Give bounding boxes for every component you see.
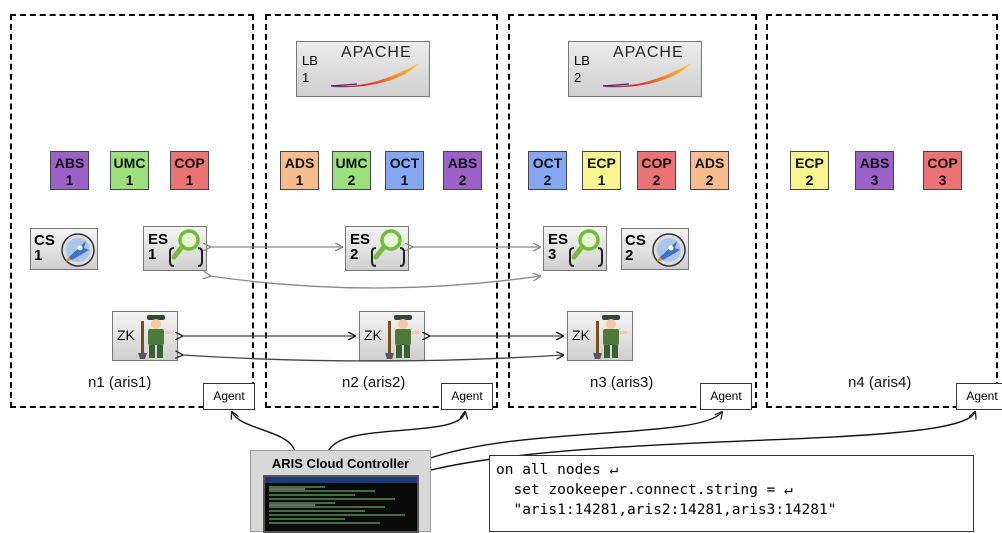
terminal-screenshot-icon <box>263 475 419 533</box>
es-name: ES <box>148 231 169 248</box>
lb-number: 2 <box>574 70 582 85</box>
apache-logo-text: APACHE <box>341 44 412 61</box>
zookeeper-figure-icon <box>138 315 172 359</box>
es-name: ES <box>548 231 569 248</box>
apache-logo-text: APACHE <box>613 44 684 61</box>
zookeeper-2: ZK <box>359 311 425 361</box>
cs-num: 1 <box>34 247 43 264</box>
aris-cloud-controller: ARIS Cloud Controller <box>250 450 431 533</box>
node-label-n4: n4 (aris4) <box>848 374 912 391</box>
es-num: 3 <box>548 246 557 263</box>
agent-n3[interactable]: Agent <box>700 383 752 410</box>
lb-number: 1 <box>302 70 310 85</box>
node-label-n2: n2 (aris2) <box>342 374 406 391</box>
ctrl-link-agent-1 <box>232 412 296 453</box>
es-num: 2 <box>350 246 359 263</box>
magnifier-icon <box>371 229 405 267</box>
cs-name: CS <box>625 232 646 249</box>
magnifier-icon <box>169 229 203 267</box>
rocket-badge-icon <box>61 233 95 267</box>
ctrl-link-agent-3 <box>424 412 722 461</box>
node-n4 <box>766 14 998 408</box>
zk-label: ZK <box>117 327 135 343</box>
load-balancer-1: LB 1 APACHE <box>296 41 430 97</box>
zookeeper-figure-icon <box>385 315 419 359</box>
apache-feather-icon <box>602 63 691 88</box>
zookeeper-3: ZK <box>567 311 633 361</box>
command-line-2: set zookeeper.connect.string = ↵ <box>496 482 793 498</box>
command-line-3: "aris1:14281,aris2:14281,aris3:14281" <box>496 502 837 518</box>
ctrl-link-agent-2 <box>327 412 465 453</box>
zookeeper-1: ZK <box>112 311 178 361</box>
node-label-n3: n3 (aris3) <box>590 374 654 391</box>
command-line-1: on all nodes ↵ <box>496 462 619 478</box>
es-num: 1 <box>148 246 157 263</box>
node-n1 <box>10 14 254 408</box>
load-balancer-2: LB 2 APACHE <box>568 41 702 97</box>
command-box: on all nodes ↵ set zookeeper.connect.str… <box>489 455 974 532</box>
controller-title: ARIS Cloud Controller <box>271 456 410 471</box>
node-label-n1: n1 (aris1) <box>88 374 152 391</box>
node-n2 <box>265 14 498 408</box>
apache-feather-icon <box>330 63 419 88</box>
rocket-badge-icon <box>652 233 686 267</box>
zk-label: ZK <box>364 327 382 343</box>
agent-n4[interactable]: Agent <box>956 383 1002 410</box>
agent-n1[interactable]: Agent <box>203 383 255 410</box>
agent-n2[interactable]: Agent <box>441 383 493 410</box>
cs-num: 2 <box>625 247 634 264</box>
node-n3 <box>508 14 757 408</box>
cs-name: CS <box>34 232 55 249</box>
zk-label: ZK <box>572 327 590 343</box>
zookeeper-figure-icon <box>593 315 627 359</box>
lb-prefix: LB <box>574 53 590 68</box>
lb-prefix: LB <box>302 53 318 68</box>
magnifier-icon <box>569 229 603 267</box>
es-name: ES <box>350 231 371 248</box>
